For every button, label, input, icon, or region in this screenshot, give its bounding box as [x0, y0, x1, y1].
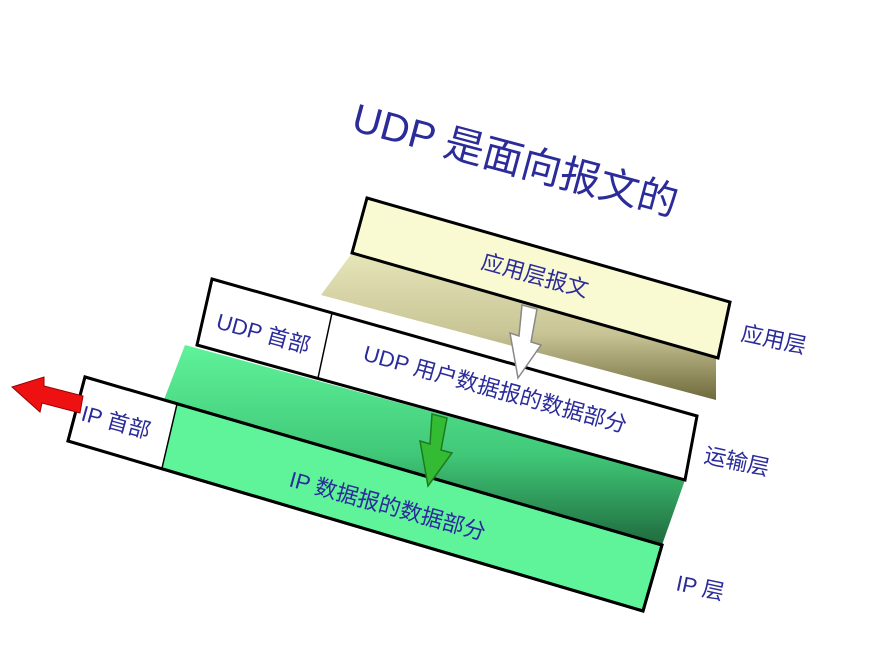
layer-label-application: 应用层: [739, 320, 809, 358]
layer-label-ip: IP 层: [674, 570, 727, 605]
down-arrow-white-icon: [509, 304, 543, 380]
app-message-box: [350, 196, 732, 360]
ip-datagram-outline: [66, 375, 664, 613]
down-arrow-green-icon: [419, 413, 454, 488]
app-to-udp-gradient: [321, 253, 716, 400]
udp-datagram-box: [195, 277, 699, 482]
ip-header-cell: [68, 377, 177, 468]
layer-label-transport: 运输层: [702, 442, 772, 480]
ip-header-divider: [161, 403, 178, 469]
udp-header-divider: [317, 312, 333, 379]
left-arrow-red-icon: [11, 376, 84, 414]
